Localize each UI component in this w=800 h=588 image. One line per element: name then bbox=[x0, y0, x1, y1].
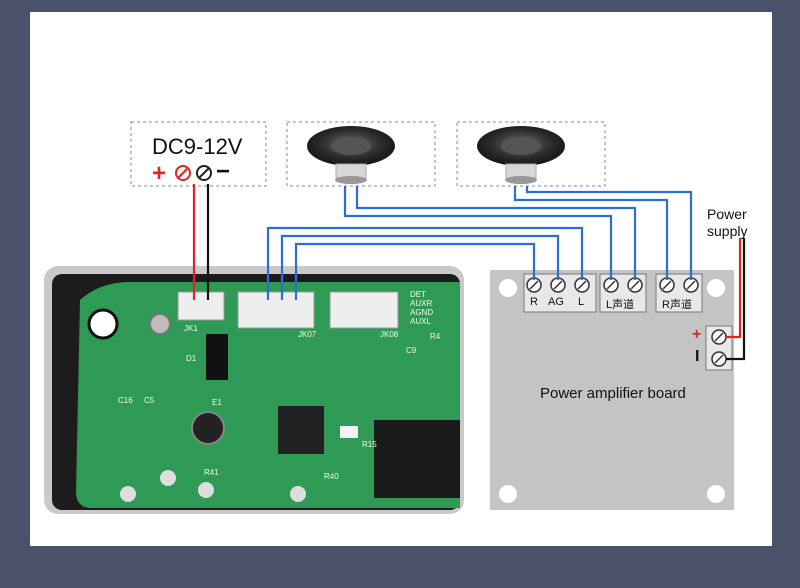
pcb-label-c5: C5 bbox=[144, 396, 155, 405]
pcb-label-c9: C9 bbox=[406, 346, 417, 355]
wire-speaker-left-b bbox=[355, 186, 637, 280]
pcb-label-r15: R15 bbox=[362, 440, 377, 449]
amp-screw bbox=[603, 277, 619, 293]
wire-speaker-right-a bbox=[513, 186, 669, 280]
amp-screw bbox=[526, 277, 542, 293]
pcb-label-e1: E1 bbox=[212, 398, 222, 407]
amp-terminal-label-r-channel: R声道 bbox=[662, 299, 692, 311]
speaker-right bbox=[456, 121, 606, 187]
wire-audio-ag bbox=[280, 234, 560, 300]
power-minus-label: − bbox=[216, 158, 231, 185]
power-plus-label: + bbox=[152, 160, 167, 187]
amp-mount-hole bbox=[707, 279, 725, 297]
pcb-label-jk08: JK08 bbox=[380, 330, 399, 339]
amp-screw bbox=[711, 351, 727, 367]
pcb-label-r4: R4 bbox=[430, 332, 441, 341]
pcb-pad bbox=[160, 470, 176, 486]
pcb-capacitor bbox=[191, 411, 225, 445]
amp-terminal-label-l: L bbox=[578, 296, 585, 308]
amp-screw bbox=[627, 277, 643, 293]
pcb-green-area bbox=[76, 282, 460, 508]
pcb-label-r41: R41 bbox=[204, 468, 219, 477]
amp-screw bbox=[574, 277, 590, 293]
speaker-left bbox=[286, 121, 436, 187]
amp-screw bbox=[659, 277, 675, 293]
amp-plus-label: + bbox=[692, 326, 702, 343]
pcb-audio-connector bbox=[237, 291, 315, 329]
amp-terminal-label-l-channel: L声道 bbox=[606, 299, 635, 311]
pcb-label-jk07: JK07 bbox=[298, 330, 317, 339]
wire-speaker-left-a bbox=[343, 186, 613, 280]
pcb-screw bbox=[149, 313, 171, 335]
wires bbox=[192, 184, 746, 361]
pcb-diode bbox=[206, 334, 228, 380]
amp-terminal-label-r: R bbox=[530, 296, 538, 308]
pcb-aux-connector bbox=[329, 291, 399, 329]
pcb-pin-label: AUXL bbox=[410, 317, 431, 326]
amp-mount-hole bbox=[499, 485, 517, 503]
amp-screw bbox=[683, 277, 699, 293]
pcb-pad bbox=[120, 486, 136, 502]
power-source-label: DC9-12V bbox=[152, 134, 243, 159]
pcb-chip bbox=[374, 420, 460, 498]
power-supply-label-line1: Power bbox=[707, 206, 747, 222]
amplifier-board bbox=[490, 270, 734, 510]
wire-speaker-right-b bbox=[525, 186, 693, 280]
pcb-board bbox=[44, 266, 464, 514]
wire-audio-r bbox=[294, 242, 536, 300]
pcb-mount-hole bbox=[87, 308, 119, 340]
pcb-regulator bbox=[278, 406, 324, 454]
pcb-pin-label: AGND bbox=[410, 308, 434, 317]
power-source-terminals bbox=[175, 165, 212, 181]
pcb-resistor bbox=[340, 426, 358, 438]
amp-minus-label: I bbox=[695, 348, 700, 365]
amp-screw bbox=[550, 277, 566, 293]
pcb-pin-label: DET bbox=[410, 290, 426, 299]
wire-audio-l bbox=[266, 226, 584, 300]
amp-mount-hole bbox=[707, 485, 725, 503]
pcb-label-jk1: JK1 bbox=[184, 324, 198, 333]
amp-terminal-label-ag: AG bbox=[548, 296, 564, 308]
pcb-pin-label: AUXR bbox=[410, 299, 433, 308]
pcb-label-c16: C16 bbox=[118, 396, 133, 405]
power-source-box bbox=[130, 121, 267, 187]
wire-amp-power-red bbox=[726, 238, 742, 339]
amp-mount-hole bbox=[499, 279, 517, 297]
wire-amp-power-black bbox=[726, 238, 746, 361]
amp-board-title: Power amplifier board bbox=[540, 385, 686, 402]
pcb-pad bbox=[290, 486, 306, 502]
pcb-power-connector bbox=[177, 291, 225, 321]
amp-screw bbox=[711, 329, 727, 345]
power-supply-label-line2: supply bbox=[707, 223, 748, 239]
pcb-label-d1: D1 bbox=[186, 354, 197, 363]
pcb-label-r40: R40 bbox=[324, 472, 339, 481]
pcb-pad bbox=[198, 482, 214, 498]
